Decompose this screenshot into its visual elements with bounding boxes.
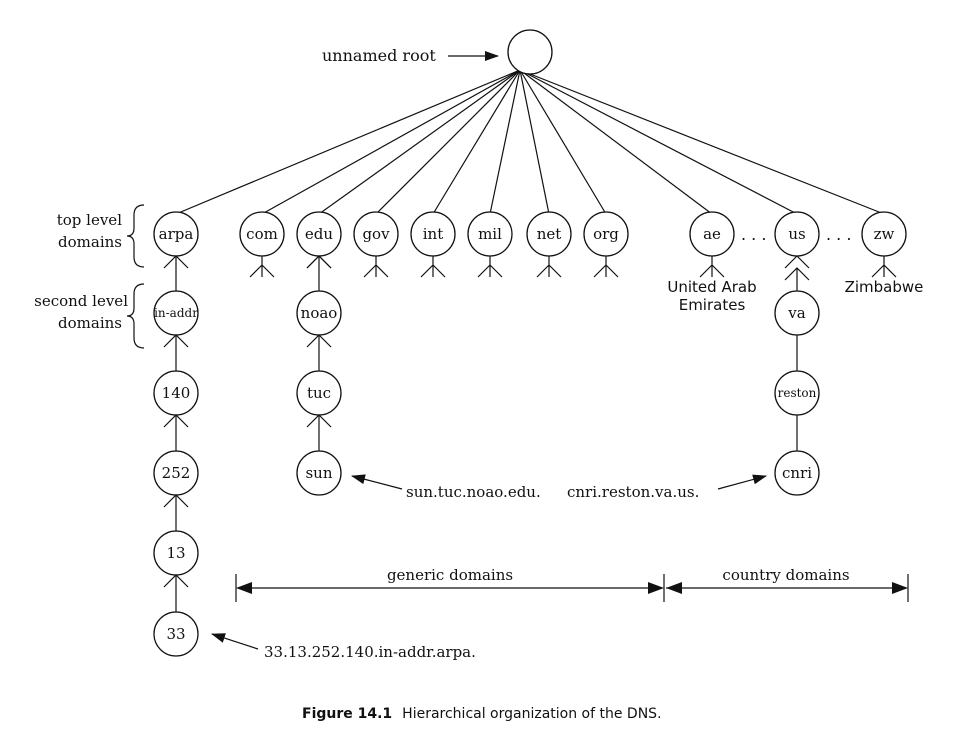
node-us-label: us (788, 225, 805, 243)
top-level-nodes: arpa com edu gov int mil net org ae us z… (153, 211, 907, 257)
node-sun (296, 450, 342, 496)
ellipsis-ae-us: . . . (741, 225, 766, 244)
fqdn-cnri: cnri.reston.va.us. (567, 483, 699, 501)
top-level-label-line2: domains (58, 233, 122, 251)
country-name-ae-line1: United Arab (667, 278, 756, 296)
second-level-brace (126, 283, 145, 349)
country-name-zw: Zimbabwe (845, 278, 924, 296)
node-org-label: org (593, 225, 619, 243)
node-33-label: 33 (166, 625, 185, 643)
node-noao-label: noao (301, 304, 338, 322)
top-level-brace (126, 204, 145, 268)
generic-domains-label: generic domains (387, 566, 513, 584)
root-edges (175, 69, 885, 215)
fqdn-cnri-arrow (717, 474, 767, 490)
node-cnri (774, 450, 820, 496)
node-reston-label: reston (778, 386, 817, 400)
root-node (507, 29, 553, 75)
country-domains-label: country domains (722, 566, 849, 584)
node-arpa-label: arpa (159, 225, 194, 243)
node-in-addr-label: in-addr (154, 306, 198, 320)
fqdn-sun-arrow (351, 474, 403, 490)
node-tuc-label: tuc (307, 384, 331, 402)
second-level-label-line2: domains (58, 314, 122, 332)
us-chain: va reston cnri (774, 267, 820, 496)
country-domains-range (666, 574, 909, 602)
fqdn-reverse: 33.13.252.140.in-addr.arpa. (264, 643, 476, 661)
node-13-label: 13 (166, 544, 185, 562)
root-label: unnamed root (322, 46, 436, 65)
node-com-label: com (246, 225, 278, 243)
node-edu-label: edu (305, 225, 333, 243)
node-sun-label: sun (305, 464, 332, 482)
figure-number: Figure 14.1 (302, 706, 392, 722)
arpa-chain: in-addr 140 252 13 33 (153, 255, 199, 657)
second-level-label-line1: second level (34, 292, 128, 310)
child-fan-marks (249, 255, 897, 278)
fqdn-sun: sun.tuc.noao.edu. (406, 483, 541, 501)
ellipsis-us-zw: . . . (826, 225, 851, 244)
node-va-label: va (787, 304, 805, 322)
edu-chain: noao tuc sun (296, 255, 342, 496)
node-net-label: net (537, 225, 562, 243)
node-33 (153, 611, 199, 657)
node-gov-label: gov (362, 225, 390, 243)
node-int-label: int (423, 225, 444, 243)
node-zw-label: zw (874, 225, 895, 243)
figure-caption: Figure 14.1 Hierarchical organization of … (302, 706, 662, 722)
node-252-label: 252 (162, 464, 191, 482)
figure-text: Hierarchical organization of the DNS. (402, 706, 661, 722)
generic-domains-range (235, 574, 665, 602)
node-cnri-label: cnri (782, 464, 812, 482)
top-level-label-line1: top level (57, 211, 122, 229)
node-ae-label: ae (703, 225, 721, 243)
country-name-ae-line2: Emirates (679, 296, 746, 314)
node-140-label: 140 (162, 384, 191, 402)
node-mil-label: mil (478, 225, 502, 243)
fqdn-reverse-arrow (211, 633, 259, 650)
